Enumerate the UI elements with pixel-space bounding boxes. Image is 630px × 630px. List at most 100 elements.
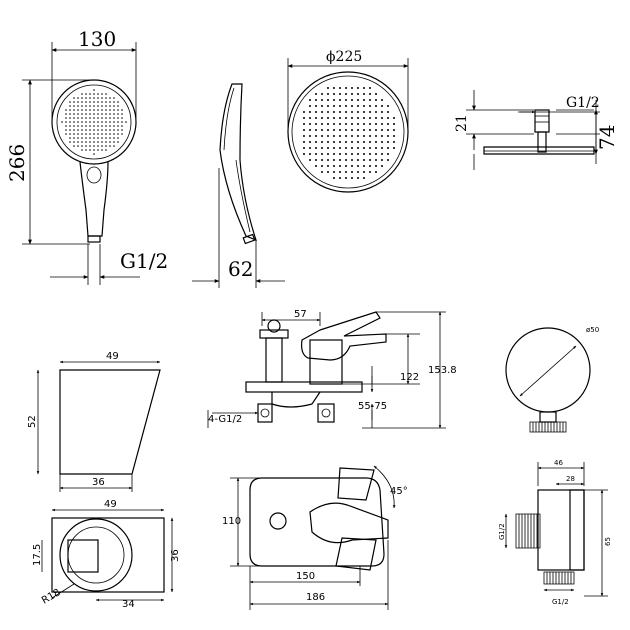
nozzle-dot	[327, 171, 329, 173]
nozzle-dot	[73, 141, 75, 143]
nozzle-dot	[369, 147, 371, 149]
nozzle-dot	[357, 87, 359, 89]
nozzle-dot	[93, 141, 95, 143]
nozzle-dot	[303, 123, 305, 125]
nozzle-dot	[69, 137, 71, 139]
nozzle-dot	[97, 145, 99, 147]
nozzle-dot	[303, 153, 305, 155]
nozzle-dot	[363, 141, 365, 143]
nozzle-dot	[65, 121, 67, 123]
nozzle-dot	[73, 105, 75, 107]
shower-arm-view: 74 21 G1/2	[454, 90, 619, 170]
nozzle-dot	[73, 97, 75, 99]
nozzle-dot	[105, 117, 107, 119]
nozzle-dot	[345, 93, 347, 95]
nozzle-dot	[105, 121, 107, 123]
rainhead-outline	[287, 71, 409, 193]
holder-plan-clip	[67, 539, 99, 573]
nozzle-dot	[387, 147, 389, 149]
nozzle-dot	[309, 141, 311, 143]
nozzle-dot	[345, 87, 347, 89]
nozzle-dot	[369, 135, 371, 137]
nozzle-dot	[117, 129, 119, 131]
nozzle-dot	[333, 93, 335, 95]
nozzle-dot	[81, 133, 83, 135]
nozzle-dot	[363, 87, 365, 89]
handshower-head-outline	[51, 79, 137, 165]
nozzle-dot	[387, 123, 389, 125]
nozzle-dot	[387, 129, 389, 131]
nozzle-dot	[89, 145, 91, 147]
nozzle-dot	[339, 147, 341, 149]
nozzle-dot	[339, 105, 341, 107]
nozzle-dot	[363, 99, 365, 101]
mixer-top-label: 57	[294, 309, 307, 320]
nozzle-dot	[121, 121, 123, 123]
outlet-bottom-thread-label: G1/2	[552, 598, 569, 606]
nozzle-dot	[93, 129, 95, 131]
nozzle-dot	[333, 177, 335, 179]
nozzle-dot	[381, 105, 383, 107]
nozzle-dot	[309, 105, 311, 107]
nozzle-dot	[109, 125, 111, 127]
nozzle-dot	[117, 109, 119, 111]
nozzle-dot	[369, 141, 371, 143]
nozzle-dot	[97, 93, 99, 95]
nozzle-dot	[81, 117, 83, 119]
mixer-inlet-left	[257, 403, 273, 423]
nozzle-dot	[69, 121, 71, 123]
handshower-front-view: 130 266 G1/2	[5, 27, 168, 285]
nozzle-dot	[77, 133, 79, 135]
nozzle-dot	[73, 125, 75, 127]
nozzle-dot	[85, 125, 87, 127]
nozzle-dot	[121, 117, 123, 119]
nozzle-dot	[369, 105, 371, 107]
nozzle-dot	[351, 99, 353, 101]
nozzle-dot	[93, 97, 95, 99]
nozzle-dot	[77, 101, 79, 103]
mixer-body	[309, 339, 343, 385]
nozzle-dot	[81, 121, 83, 123]
nozzle-dot	[105, 141, 107, 143]
nozzle-dot	[77, 109, 79, 111]
nozzle-dot	[117, 141, 119, 143]
outlet-inner-width-label: 28	[566, 475, 575, 483]
holder-plan-offset-label: 17.5	[32, 544, 43, 566]
nozzle-dot	[97, 141, 99, 143]
nozzle-dot	[89, 97, 91, 99]
nozzle-dot	[89, 125, 91, 127]
nozzle-dot	[339, 93, 341, 95]
mixer-depth-range-label: 55-75	[358, 401, 387, 412]
nozzle-dot	[77, 129, 79, 131]
nozzle-dot	[101, 137, 103, 139]
nozzle-dot	[357, 147, 359, 149]
nozzle-dot	[339, 165, 341, 167]
nozzle-dot	[387, 105, 389, 107]
mixer-wallplate	[245, 381, 363, 393]
nozzle-dot	[363, 117, 365, 119]
nozzle-dot	[93, 133, 95, 135]
nozzle-dot	[113, 129, 115, 131]
nozzle-dot	[333, 87, 335, 89]
holder-plan-ring	[59, 518, 133, 592]
nozzle-dot	[97, 97, 99, 99]
nozzle-dot	[369, 117, 371, 119]
nozzle-dot	[121, 129, 123, 131]
nozzle-dot	[327, 129, 329, 131]
nozzle-dot	[315, 105, 317, 107]
nozzle-dot	[65, 129, 67, 131]
nozzle-dot	[357, 111, 359, 113]
nozzle-dot	[89, 105, 91, 107]
nozzle-dot	[333, 135, 335, 137]
nozzle-dot	[327, 87, 329, 89]
nozzle-dot	[339, 117, 341, 119]
nozzle-dot	[333, 99, 335, 101]
nozzle-dot	[81, 97, 83, 99]
nozzle-dot	[309, 99, 311, 101]
nozzle-dot	[327, 111, 329, 113]
nozzle-dot	[85, 133, 87, 135]
nozzle-dot	[117, 137, 119, 139]
nozzle-dot	[81, 137, 83, 139]
nozzle-dot	[97, 125, 99, 127]
nozzle-dot	[109, 109, 111, 111]
